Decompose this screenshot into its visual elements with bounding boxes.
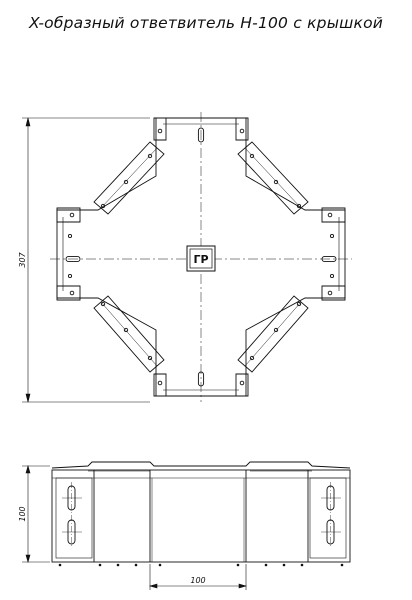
top-view — [50, 112, 352, 402]
dimension-side-height-label: 100 — [18, 506, 27, 521]
bracket-bottom-left — [93, 295, 165, 373]
tab-right-bottom — [321, 285, 346, 301]
bracket-bottom-right — [237, 295, 309, 373]
bracket-top-left — [93, 141, 165, 215]
logo-mark — [186, 245, 216, 272]
dimension-overall-height — [22, 117, 150, 403]
dimension-side-width-label: 100 — [190, 576, 205, 585]
lid-outline — [51, 461, 351, 469]
drawing-title: X-образный ответвитель Н-100 с крышкой — [28, 14, 384, 32]
tab-right-top — [321, 207, 346, 223]
bracket-top-right — [237, 141, 309, 215]
tab-bottom-right — [235, 373, 249, 397]
dimension-side-height — [22, 464, 50, 564]
logo-label: ГР — [193, 253, 208, 266]
side-view — [51, 461, 351, 567]
tab-top-left — [153, 117, 167, 141]
tab-bottom-left — [153, 373, 167, 397]
dimension-side-width — [148, 564, 248, 590]
body-outline — [51, 469, 351, 563]
tab-left-top — [56, 207, 81, 223]
tab-top-right — [235, 117, 249, 141]
dimension-overall-height-label: 307 — [18, 251, 27, 267]
tab-left-bottom — [56, 285, 81, 301]
